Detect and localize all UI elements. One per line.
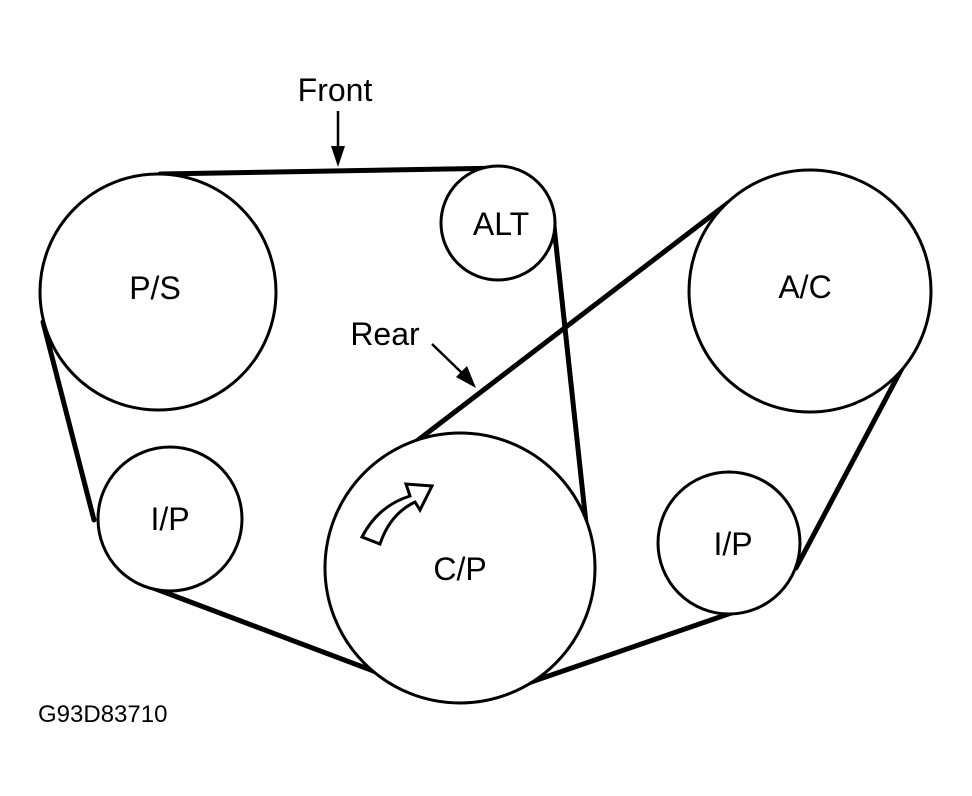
- pulley-idler-right-label: I/P: [713, 526, 752, 562]
- front-belt-right-segment: [551, 223, 593, 563]
- front-belt: [40, 165, 593, 684]
- pulley-crank-circle: [323, 431, 597, 705]
- pulley-air-conditioner-label: A/C: [778, 269, 831, 305]
- front-arrow-head: [331, 146, 345, 167]
- pulley-power-steering: P/S: [38, 172, 278, 412]
- figure-code: G93D83710: [38, 701, 167, 728]
- rear-arrow-head: [456, 366, 476, 388]
- front-belt-bottom-segment: [145, 583, 403, 684]
- pulley-air-conditioner-circle: [687, 168, 933, 414]
- rear-belt-right-segment: [793, 354, 911, 571]
- pulley-idler-right: I/P: [656, 470, 802, 616]
- front-belt-left-segment: [40, 319, 97, 523]
- pulley-idler-left-label: I/P: [150, 501, 189, 537]
- rear-label: Rear: [350, 316, 420, 352]
- pulley-idler-left: I/P: [96, 445, 244, 593]
- rear-arrow-icon: [431, 343, 476, 388]
- rear-belt-upper-segment: [389, 200, 731, 463]
- rear-arrow-shaft: [431, 343, 464, 375]
- pulley-alternator-label: ALT: [473, 206, 529, 242]
- pulley-air-conditioner: A/C: [687, 168, 933, 414]
- rear-belt-bottom-segment: [499, 607, 743, 695]
- pulley-crank-label: C/P: [433, 551, 486, 587]
- front-belt-top-segment: [157, 165, 509, 177]
- pulley-idler-right-circle: [656, 470, 802, 616]
- front-label: Front: [298, 72, 373, 108]
- pulley-alternator-circle: [439, 164, 557, 282]
- pulley-power-steering-label: P/S: [129, 270, 181, 306]
- front-arrow-icon: [331, 111, 345, 167]
- pulley-idler-left-circle: [96, 445, 244, 593]
- pulley-power-steering-circle: [38, 172, 278, 412]
- pulley-alternator: ALT: [439, 164, 557, 282]
- pulley-crank: C/P: [323, 431, 597, 705]
- curved-arrow-clockwise-icon: [359, 482, 435, 546]
- rear-belt: [389, 200, 911, 695]
